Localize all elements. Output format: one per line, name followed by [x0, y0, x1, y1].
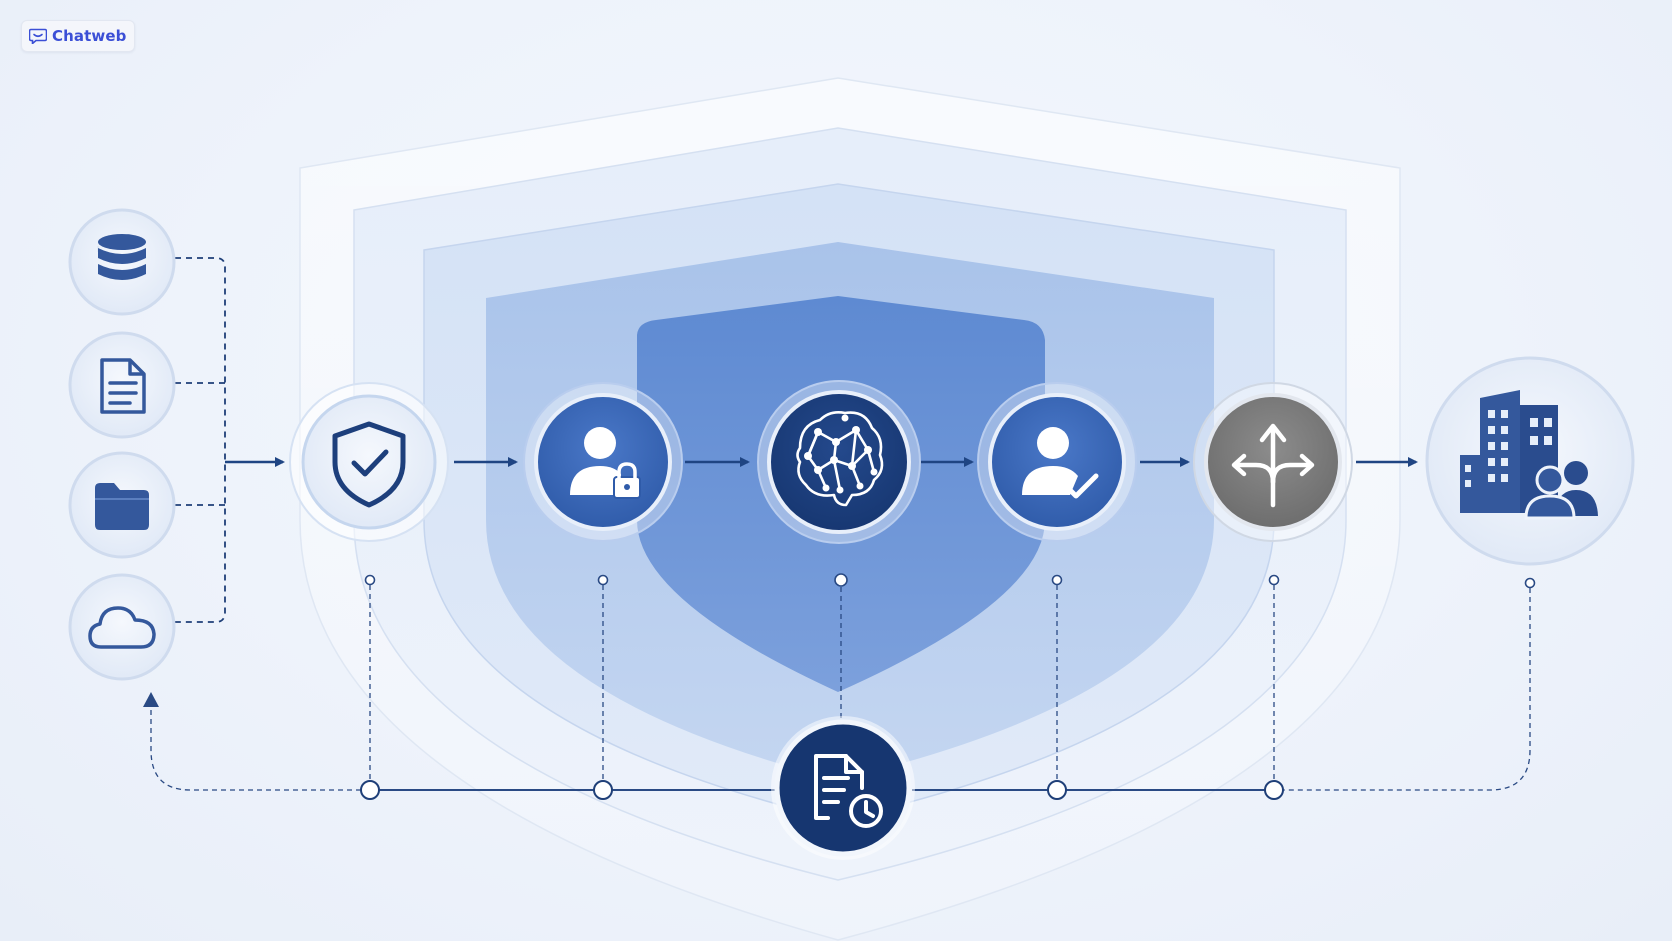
source-database [68, 208, 176, 316]
chat-bubble-icon [29, 28, 47, 44]
brand-badge: Chatweb [21, 20, 136, 52]
node-enterprise-destination [1425, 356, 1635, 566]
enterprise-building-users-icon [1460, 390, 1598, 520]
node-access-control [523, 382, 683, 542]
node-user-verification [977, 382, 1137, 542]
database-icon [97, 234, 146, 280]
bus-junctions [360, 780, 1284, 800]
document-icon [100, 358, 146, 414]
user-verified-icon [1022, 427, 1099, 499]
node-security-check [289, 382, 449, 542]
node-ai-model [757, 380, 921, 544]
source-document [68, 331, 176, 439]
source-cloud [68, 573, 176, 681]
drop-dots [364, 573, 1536, 589]
folder-icon [95, 483, 149, 530]
cloud-icon [88, 606, 156, 649]
audit-log-hub [771, 716, 915, 860]
source-connectors [175, 257, 226, 623]
feedback-arrowhead [143, 692, 159, 707]
brand-name: Chatweb [52, 27, 127, 45]
audit-drops [150, 585, 1531, 791]
ai-brain-network-icon [796, 411, 884, 507]
audit-log-clock-icon [814, 754, 883, 828]
shield-check-icon [332, 421, 406, 508]
node-routing [1193, 382, 1353, 542]
routing-arrows-icon [1231, 423, 1315, 508]
user-lock-icon [570, 427, 641, 499]
source-folder [68, 451, 176, 559]
